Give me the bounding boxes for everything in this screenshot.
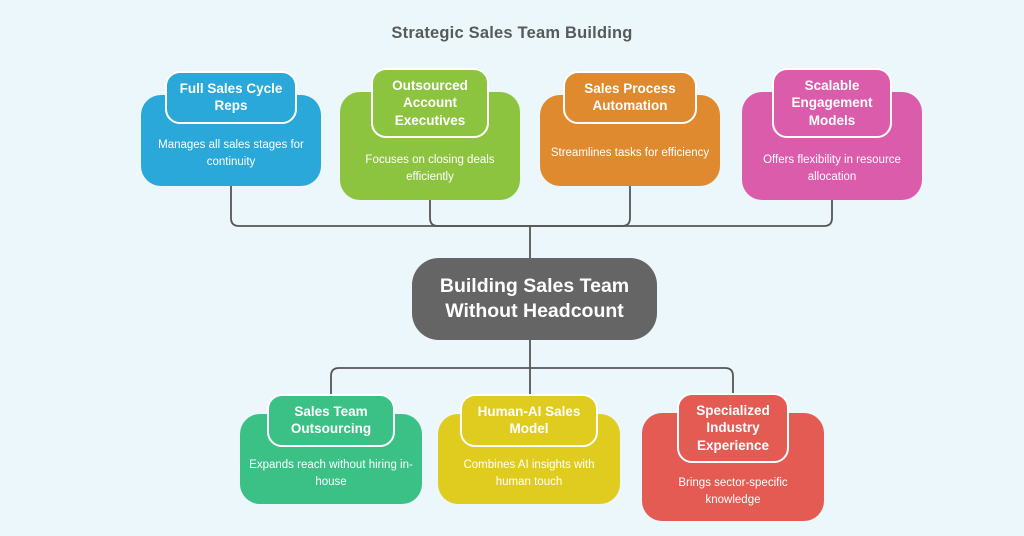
node-title-tab: Sales Team Outsourcing [267,394,395,447]
node-full-sales-cycle-reps: Manages all sales stages for continuity … [141,71,321,186]
node-description: Offers flexibility in resource allocatio… [763,154,901,183]
node-title: Human-AI Sales Model [477,404,581,437]
node-description: Manages all sales stages for continuity [158,138,304,168]
node-description: Expands reach without hiring in-house [249,459,413,488]
diagram-title: Strategic Sales Team Building [391,24,633,42]
node-sales-team-outsourcing: Expands reach without hiring in-house Sa… [240,394,422,504]
node-title-tab: Sales Process Automation [563,71,697,124]
node-title-tab: Outsourced Account Executives [371,68,489,138]
node-title-tab: Scalable Engagement Models [772,68,892,138]
node-title: Outsourced Account Executives [392,78,468,128]
center-node-label: Building Sales Team Without Headcount [439,274,630,322]
node-title-tab: Specialized Industry Experience [677,393,789,463]
connector-top-2 [429,200,530,227]
node-description: Focuses on closing deals efficiently [365,154,495,183]
center-node-building-sales-team: Building Sales Team Without Headcount [412,258,657,340]
node-title: Scalable Engagement Models [791,78,873,128]
node-description: Brings sector-specific knowledge [678,477,788,506]
node-title: Specialized Industry Experience [696,403,770,453]
node-specialized-industry-experience: Brings sector-specific knowledge Special… [642,393,824,521]
connector-top-3 [530,186,631,227]
node-description: Streamlines tasks for efficiency [550,147,710,160]
node-title: Full Sales Cycle Reps [179,81,283,114]
node-human-ai-sales-model: Combines AI insights with human touch Hu… [438,394,620,504]
node-title-tab: Full Sales Cycle Reps [165,71,297,124]
connector-bottom-left [330,367,530,394]
node-title: Sales Process Automation [584,81,676,114]
node-sales-process-automation: Streamlines tasks for efficiency Sales P… [540,71,720,186]
connector-bottom-right [530,367,734,394]
node-outsourced-account-executives: Focuses on closing deals efficiently Out… [340,68,520,200]
node-scalable-engagement-models: Offers flexibility in resource allocatio… [742,68,922,200]
node-description: Combines AI insights with human touch [463,459,595,488]
node-title-tab: Human-AI Sales Model [460,394,598,447]
node-title: Sales Team Outsourcing [290,404,372,437]
connector-top-4 [530,200,833,227]
